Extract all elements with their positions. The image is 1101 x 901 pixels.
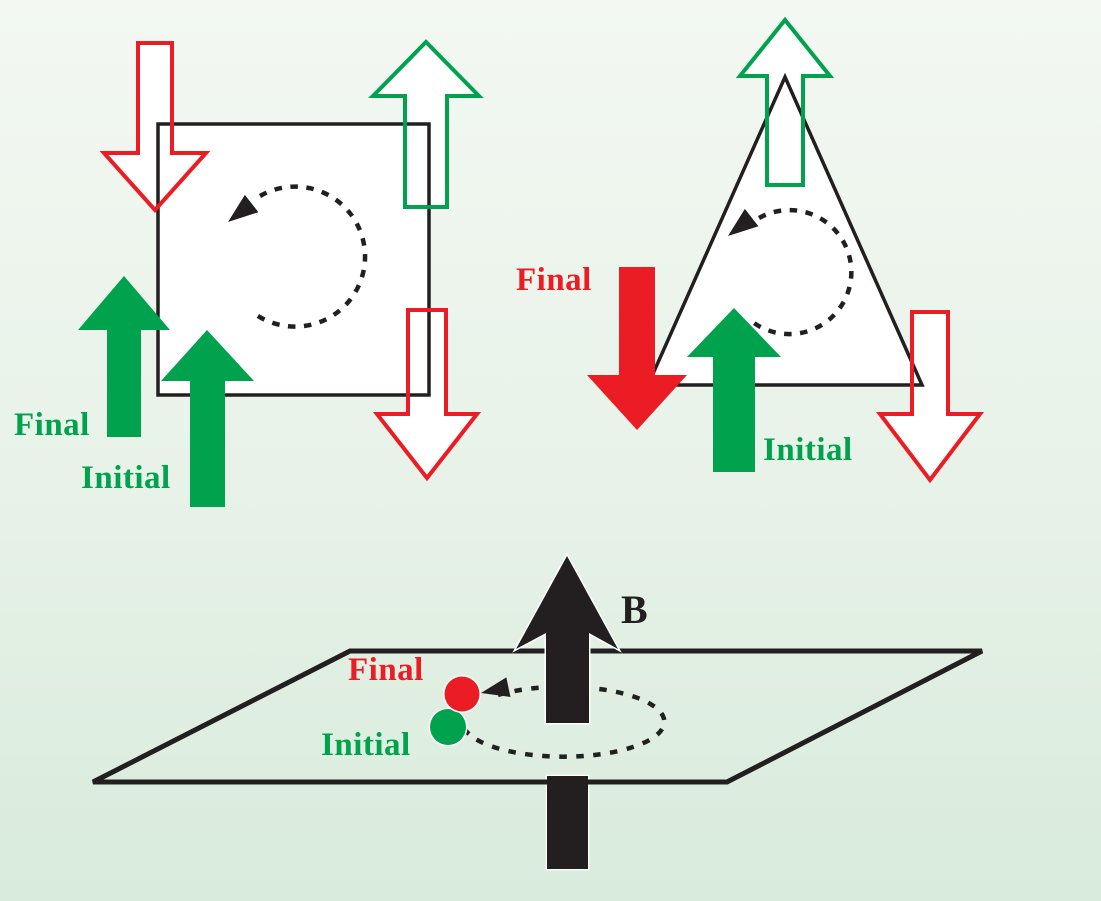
field-arrow-lower-shaft (545, 774, 590, 871)
triangle-induced-current-arrowhead (728, 208, 759, 236)
square-induced-current-arrowhead (228, 194, 259, 222)
square-outline-down-arrow-left (99, 41, 211, 213)
plane-surface (91, 648, 984, 785)
final-position-dot (443, 675, 481, 713)
square-induced-current-loop (253, 184, 368, 329)
triangle-initial-label: Initial (763, 432, 853, 468)
square-final-field-arrow (78, 276, 170, 437)
triangle-induced-current-loop (752, 207, 854, 337)
triangle-initial-field-arrow (687, 308, 781, 472)
charge-path-arrowhead (481, 677, 511, 697)
square-loop-panel (78, 39, 484, 507)
triangle-outline-down-arrow-right (875, 310, 985, 484)
triangle-outline-down-arrow-fill (880, 312, 980, 480)
square-final-label: Final (14, 407, 90, 443)
plane-panel (91, 552, 984, 871)
field-B-label: B (621, 587, 649, 632)
square-initial-label: Initial (81, 460, 171, 496)
plane-initial-label: Initial (321, 727, 411, 763)
triangle-final-label: Final (516, 262, 592, 298)
field-arrow-B-up (512, 552, 622, 725)
square-loop (156, 122, 431, 397)
triangle-loop-panel (587, 16, 985, 484)
triangle-loop (645, 72, 925, 387)
plane-final-label: Final (348, 652, 424, 688)
square-outline-up-arrow-right (368, 39, 484, 209)
triangle-loop-fill (648, 77, 922, 385)
triangle-final-field-arrow (587, 267, 687, 430)
initial-position-dot (428, 707, 468, 747)
charge-path-ellipse (462, 684, 667, 759)
square-initial-field-arrow (161, 330, 254, 507)
square-outline-down-arrow-right (372, 308, 482, 482)
triangle-outline-up-arrow-top (735, 16, 835, 187)
